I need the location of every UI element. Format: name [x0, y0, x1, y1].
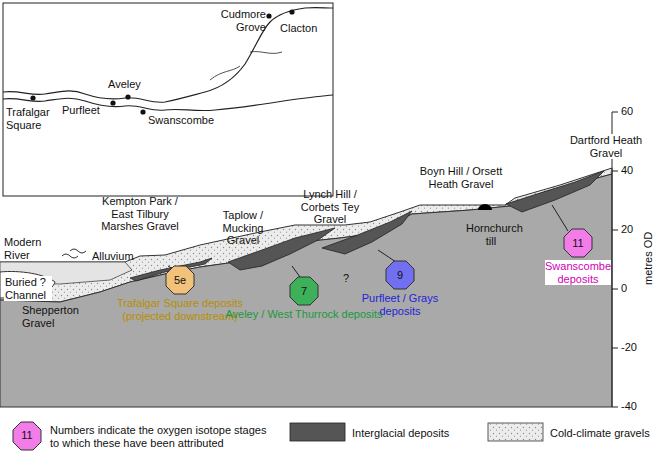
- unit-label: Alluvium: [92, 250, 142, 263]
- site-dot: [30, 95, 35, 100]
- callout-number: 7: [289, 276, 319, 306]
- gravel-label: Kempton Park / East Tilbury Marshes Grav…: [90, 195, 190, 233]
- north-shore: [3, 8, 333, 103]
- water-symbol: [62, 249, 86, 258]
- site-dot: [110, 100, 115, 105]
- callout-number: 11: [13, 429, 41, 442]
- gravel-label: Dartford Heath Gravel: [562, 134, 650, 159]
- leader-line: [168, 205, 568, 277]
- isotope-callout: 11Swanscombe deposits: [545, 228, 611, 285]
- gravel-label: Lynch Hill / Corbets Tey Gravel: [290, 188, 370, 226]
- site-dot: [125, 94, 130, 99]
- place-name: Aveley: [108, 78, 148, 91]
- octagon-outline: [564, 229, 592, 257]
- place-name: Cudmore Grove: [196, 8, 266, 33]
- unit-label: Buried ? Channel: [4, 276, 52, 301]
- axis-tick: 20: [621, 223, 645, 236]
- axis-tick: 60: [621, 105, 645, 118]
- unit-label: Modern River: [4, 236, 54, 261]
- site-dot: [289, 9, 294, 14]
- axis-title: metres OD: [642, 223, 655, 293]
- south-shore: [3, 95, 333, 111]
- creek: [210, 52, 282, 80]
- legend-text: Cold-climate gravels: [550, 427, 660, 440]
- deposit-name: Swanscombe deposits: [545, 260, 611, 285]
- deposit-name: Purfleet / Grays deposits: [340, 292, 460, 317]
- site-dot: [266, 13, 271, 18]
- octagon-outline: [386, 261, 414, 289]
- query-mark: ?: [341, 272, 351, 285]
- octagon: 11: [563, 228, 593, 258]
- callout-number: 11: [563, 228, 593, 258]
- unit-label: Hornchurch till: [466, 222, 516, 247]
- deposit-name: Aveley / West Thurrock deposits: [224, 308, 384, 321]
- gravel-label: Boyn Hill / Orsett Heath Gravel: [418, 165, 504, 190]
- callout-number: 9: [385, 260, 415, 290]
- octagon: 7: [289, 276, 319, 306]
- place-name: Swanscombe: [148, 114, 218, 127]
- octagon-outline: [166, 266, 194, 294]
- axis-tick: 40: [621, 164, 645, 177]
- axis-tick: -20: [621, 341, 645, 354]
- legend-gravel-sample: [488, 423, 543, 441]
- octagon: 5e: [165, 265, 195, 295]
- site-dot: [140, 109, 145, 114]
- till-blob: [478, 204, 492, 210]
- legend-swatch: [291, 424, 344, 440]
- isotope-callout: 7Aveley / West Thurrock deposits: [224, 276, 384, 321]
- place-name: Clacton: [280, 22, 330, 35]
- legend-text: Interglacial deposits: [352, 427, 472, 440]
- callout-number: 5e: [165, 265, 195, 295]
- legend-swatch-frame: [290, 423, 345, 441]
- axis-tick: -40: [621, 400, 645, 413]
- gravel-label: Taplow / Mucking Gravel: [212, 209, 274, 247]
- place-name: Trafalgar Square: [6, 106, 61, 131]
- octagon: 9: [385, 260, 415, 290]
- legend-octagon: [13, 422, 41, 450]
- place-name: Purfleet: [62, 104, 112, 117]
- legend-text: Numbers indicate the oxygen isotope stag…: [50, 424, 275, 449]
- gravel-label: Shepperton Gravel: [22, 304, 82, 329]
- octagon-outline: [290, 277, 318, 305]
- axis-tick: 0: [621, 282, 645, 295]
- map-frame: [3, 3, 333, 196]
- interglacial-11: [506, 171, 604, 212]
- isotope-callout: 9Purfleet / Grays deposits: [340, 260, 460, 317]
